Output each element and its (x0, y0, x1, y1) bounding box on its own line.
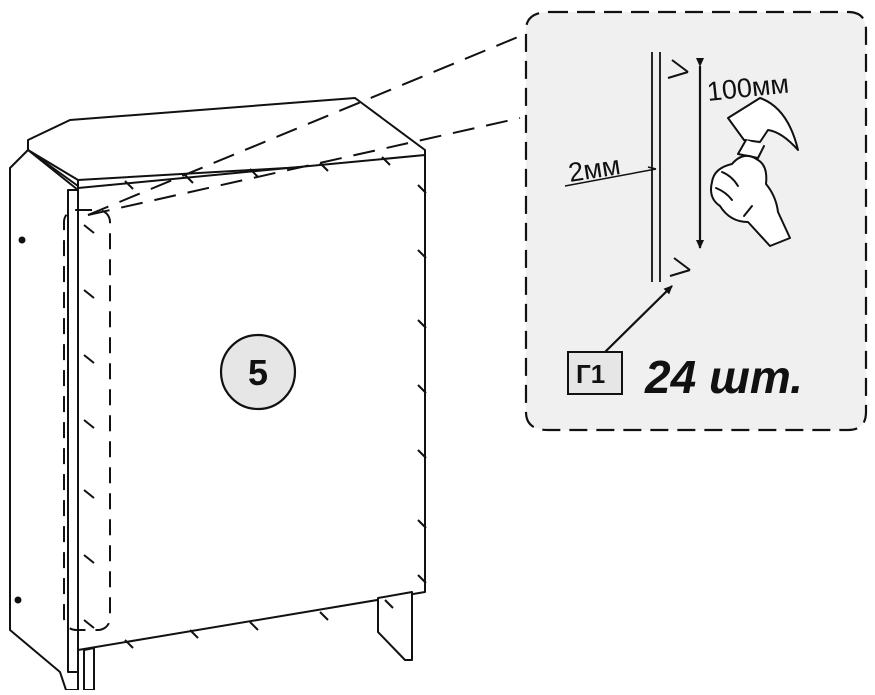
nail-mark (319, 611, 329, 621)
nail-mark (384, 599, 394, 609)
nail-mark (124, 639, 134, 649)
nail-code-badge (567, 351, 623, 395)
nail-mark (381, 156, 391, 166)
detail-callout: 100мм 2мм Г1 24 шт. (524, 10, 868, 432)
cabinet-leg-right (377, 591, 413, 661)
nail-mark (319, 162, 329, 172)
nail-mark (417, 249, 427, 259)
nail-mark (83, 619, 95, 629)
callout-leader-lines (87, 31, 531, 216)
hand-icon (710, 154, 791, 247)
nail-quantity-label: 24 шт. (644, 351, 803, 403)
cabinet (9, 97, 426, 691)
detail-area-outline (63, 209, 111, 631)
nail-mark (83, 354, 95, 364)
nail-icon (667, 59, 689, 79)
nail-mark (249, 168, 259, 178)
part-number-circle (219, 333, 297, 411)
nail-code-label: Г1 (576, 359, 605, 389)
part-number-label: 5 (248, 352, 268, 393)
nail-mark (124, 180, 134, 190)
nail-mark (83, 489, 95, 499)
shelf-hole (14, 596, 22, 604)
shelf-hole (18, 236, 26, 244)
nail-mark (249, 621, 259, 631)
nail-mark (417, 449, 427, 459)
nail-mark (83, 289, 95, 299)
nail-pointer-arrow (604, 285, 673, 353)
nail-marks (83, 156, 427, 649)
nail-mark (83, 554, 95, 564)
cabinet-back-edge (67, 189, 79, 673)
nail-mark (189, 629, 199, 639)
nail-mark (83, 419, 95, 429)
nail-icon (669, 257, 691, 277)
nail-mark (417, 384, 427, 394)
nail-mark (417, 519, 427, 529)
nail-mark (184, 174, 194, 184)
gap-dimension-line (564, 168, 657, 187)
nail-mark (417, 184, 427, 194)
nail-mark (417, 574, 427, 584)
cabinet-leg-left (83, 647, 95, 691)
nail-mark (417, 319, 427, 329)
part-number-badge: 5 (219, 333, 297, 411)
nail-mark (83, 224, 95, 234)
